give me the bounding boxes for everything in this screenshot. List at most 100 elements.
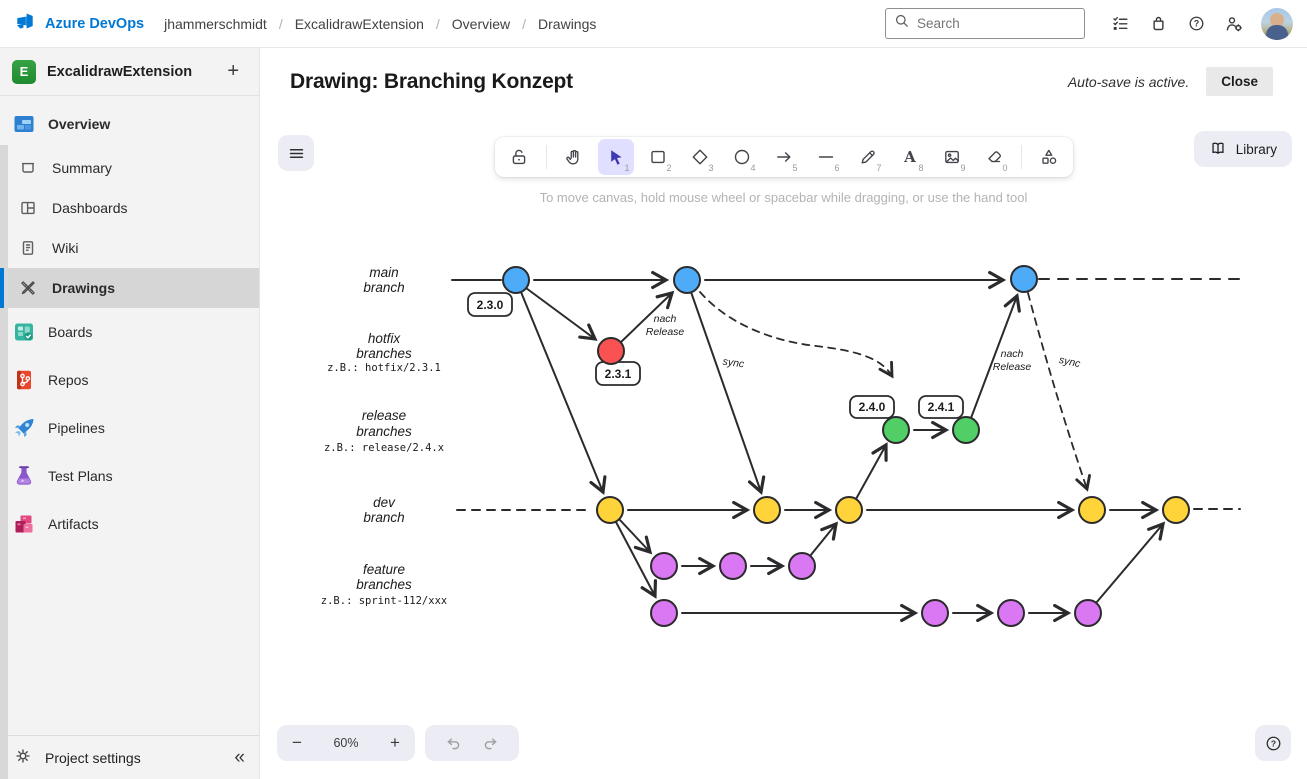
collapse-sidebar-button[interactable]: « (234, 746, 245, 768)
gear-icon (14, 747, 32, 768)
overview-icon (12, 112, 36, 136)
hotfix-commit-1 (597, 337, 625, 365)
breadcrumb-organization[interactable]: jhammerschmidt (164, 15, 267, 32)
undo-icon (447, 737, 459, 749)
repos-icon (12, 368, 36, 392)
line-icon (818, 156, 833, 158)
redo-button[interactable] (481, 734, 500, 753)
breadcrumb-project[interactable]: ExcalidrawExtension (273, 16, 430, 32)
azure-devops-logo-icon (14, 10, 36, 37)
sidebar-item-artifacts[interactable]: Artifacts (0, 500, 259, 548)
rectangle-tool-button[interactable]: 2 (640, 139, 676, 175)
hand-tool-button[interactable] (556, 139, 592, 175)
user-settings-icon[interactable] (1217, 7, 1251, 41)
my-work-items-button[interactable] (1103, 7, 1137, 41)
svg-text:branch: branch (363, 510, 404, 525)
close-button[interactable]: Close (1206, 67, 1273, 96)
ellipse-tool-button[interactable]: 4 (724, 139, 760, 175)
sidebar-item-dashboards[interactable]: Dashboards (0, 188, 259, 228)
marketplace-bag-icon[interactable] (1141, 7, 1175, 41)
svg-text:branches: branches (356, 424, 412, 439)
sidebar-item-pipelines[interactable]: Pipelines (0, 404, 259, 452)
main-commit-3 (1010, 265, 1038, 293)
eraser-tool-button[interactable]: 0 (976, 139, 1012, 175)
unlock-icon (512, 149, 525, 165)
sidebar-item-test-plans[interactable]: Test Plans (0, 452, 259, 500)
search-input[interactable] (917, 16, 1076, 31)
help-icon[interactable]: ? (1179, 7, 1213, 41)
lock-tool-button[interactable] (501, 139, 537, 175)
add-project-button[interactable]: + (227, 60, 239, 82)
zoom-controls: − 60% + (277, 725, 415, 761)
project-name[interactable]: ExcalidrawExtension (47, 63, 193, 80)
svg-text:nach: nach (654, 313, 677, 325)
undo-button[interactable] (444, 734, 463, 753)
sidebar-scrollbar[interactable] (0, 145, 8, 779)
topbar-actions: ? (885, 7, 1293, 41)
line-tool-button[interactable]: 6 (808, 139, 844, 175)
svg-text:?: ? (1193, 19, 1199, 29)
dev-commit-3 (835, 496, 863, 524)
azure-devops-home-link[interactable]: Azure DevOps (14, 10, 144, 37)
project-settings-button[interactable]: Project settings « (0, 735, 259, 779)
menu-button[interactable] (278, 135, 314, 171)
svg-text:A: A (903, 148, 916, 166)
library-button[interactable]: Library (1193, 131, 1292, 167)
sidebar-item-summary[interactable]: Summary (0, 148, 259, 188)
svg-text:?: ? (1270, 738, 1275, 748)
sidebar-item-wiki[interactable]: Wiki (0, 228, 259, 268)
sidebar-item-overview[interactable]: Overview (0, 100, 259, 148)
sidebar-item-repos[interactable]: Repos (0, 356, 259, 404)
image-tool-button[interactable]: 9 (934, 139, 970, 175)
svg-text:hotfix: hotfix (368, 331, 402, 346)
draw-tool-button[interactable]: 7 (850, 139, 886, 175)
arrow-tool-button[interactable]: 5 (766, 139, 802, 175)
svg-text:dev: dev (373, 495, 396, 510)
arrow-icon (776, 152, 790, 162)
dev-commit-1 (596, 496, 624, 524)
feature2-commit-4 (1074, 599, 1102, 627)
search-box[interactable] (885, 8, 1085, 39)
svg-text:z.B.: sprint-112/xxx: z.B.: sprint-112/xxx (321, 595, 447, 607)
boards-icon (12, 320, 36, 344)
diamond-icon (692, 149, 707, 165)
svg-text:z.B.: hotfix/2.3.1: z.B.: hotfix/2.3.1 (327, 362, 441, 374)
shapes-tool-button[interactable] (1031, 139, 1067, 175)
breadcrumb-page[interactable]: Drawings (516, 16, 602, 32)
diagram-edges[interactable] (451, 270, 1241, 623)
canvas-help-button[interactable]: ? (1255, 725, 1291, 761)
project-avatar[interactable]: E (12, 59, 36, 84)
toolbar-separator (545, 145, 547, 169)
zoom-in-button[interactable]: + (381, 729, 409, 757)
feature2-commit-3 (997, 599, 1025, 627)
drawings-icon (18, 278, 38, 298)
shapes-icon (1041, 149, 1056, 164)
hand-icon (565, 149, 578, 165)
artifacts-icon (12, 512, 36, 536)
dev-commit-5 (1162, 496, 1190, 524)
selection-cursor-icon (610, 150, 622, 165)
version-tags[interactable]: 2.3.0 2.3.1 2.4.0 2.4.1 (467, 292, 964, 419)
breadcrumb-section[interactable]: Overview (430, 16, 516, 32)
text-tool-button[interactable]: A 8 (892, 139, 928, 175)
main-commit-2 (673, 266, 701, 294)
branch-labels: main branch hotfix branches z.B.: hotfix… (321, 265, 447, 607)
zoom-level[interactable]: 60% (333, 736, 359, 750)
text-icon: A (903, 148, 916, 166)
svg-text:branch: branch (363, 280, 404, 295)
sidebar-item-boards[interactable]: Boards (0, 308, 259, 356)
project-header: E ExcalidrawExtension + (0, 48, 259, 96)
breadcrumb: jhammerschmidt ExcalidrawExtension Overv… (158, 16, 602, 32)
tool-toolbar: 1 2 3 (494, 137, 1073, 177)
excalidraw-canvas[interactable]: main branch hotfix branches z.B.: hotfix… (260, 115, 1307, 779)
dev-commit-4 (1078, 496, 1106, 524)
user-avatar[interactable] (1261, 7, 1293, 40)
tag-2-3-0: 2.3.0 (477, 298, 504, 312)
commit-nodes[interactable] (502, 265, 1190, 627)
diamond-tool-button[interactable]: 3 (682, 139, 718, 175)
selection-tool-button[interactable]: 1 (597, 139, 634, 175)
sidebar-item-drawings[interactable]: Drawings (0, 268, 259, 308)
question-circle-icon: ? (1266, 736, 1280, 750)
zoom-out-button[interactable]: − (283, 729, 311, 757)
svg-text:branches: branches (356, 577, 412, 592)
